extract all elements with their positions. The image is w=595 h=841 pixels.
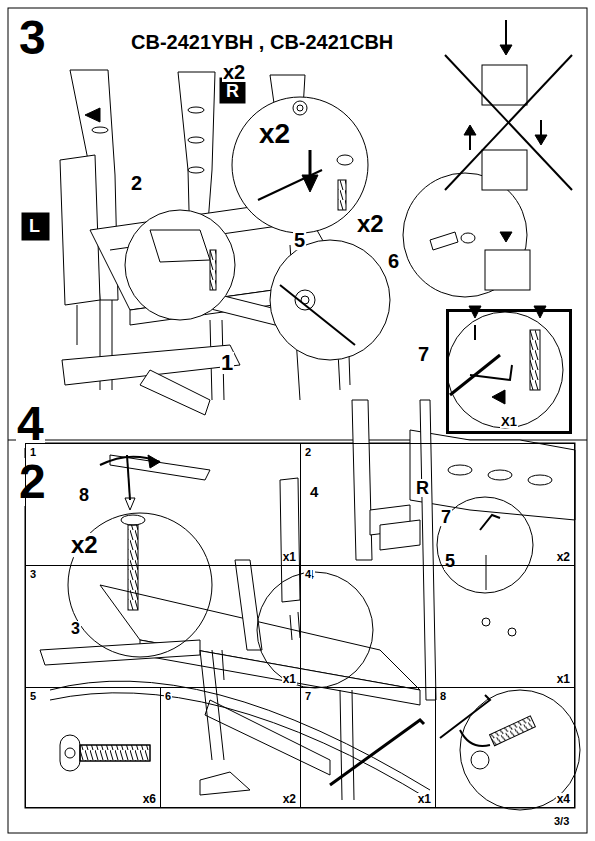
parts-cell: 6 x2 bbox=[160, 687, 301, 808]
parts-cell: 3 x1 bbox=[25, 565, 301, 688]
cell-number: 5 bbox=[29, 691, 37, 702]
quantity: x2 bbox=[70, 533, 99, 557]
parts-cell: 5 x6 bbox=[25, 687, 161, 808]
quantity: X1 bbox=[500, 415, 518, 428]
step-number: 4 bbox=[16, 400, 45, 448]
callout-number: 4 bbox=[309, 484, 319, 499]
callout-number: 5 bbox=[293, 230, 306, 250]
quantity: x1 bbox=[417, 793, 432, 805]
quantity: x6 bbox=[142, 793, 157, 805]
parts-cell: 7 x1 bbox=[300, 687, 436, 808]
callout-number: 5 bbox=[444, 552, 456, 570]
cell-number: 4 bbox=[304, 569, 312, 580]
callout-number: 7 bbox=[417, 344, 430, 364]
quantity: x1 bbox=[282, 551, 297, 563]
page-number: 3/3 bbox=[553, 816, 570, 827]
cell-number: 6 bbox=[164, 691, 172, 702]
quantity: x1 bbox=[282, 673, 297, 685]
model-title: CB-2421YBH , CB-2421CBH bbox=[130, 32, 394, 52]
callout-number: 6 bbox=[387, 251, 400, 271]
callout-number: 2 bbox=[130, 173, 143, 193]
parts-cell: 8 x4 bbox=[435, 687, 575, 808]
quantity: x2 bbox=[356, 212, 385, 236]
side-mark: R bbox=[225, 82, 240, 100]
cell-number: 8 bbox=[439, 691, 447, 702]
callout-number: 7 bbox=[440, 508, 452, 526]
callout-number: 8 bbox=[78, 486, 90, 504]
cell-number: 7 bbox=[304, 691, 312, 702]
step-number: 3 bbox=[18, 14, 47, 62]
quantity: x2 bbox=[258, 120, 291, 148]
quantity: x4 bbox=[556, 793, 571, 805]
parts-cell: 2 x2 bbox=[300, 443, 575, 566]
parts-cell: 4 x1 bbox=[300, 565, 575, 688]
side-mark: R bbox=[415, 479, 430, 497]
cell-number: 2 bbox=[304, 447, 312, 458]
side-mark: L bbox=[28, 217, 41, 235]
cell-number: 1 bbox=[29, 447, 37, 458]
callout-number: 3 bbox=[70, 621, 81, 637]
quantity: x2 bbox=[222, 62, 246, 82]
quantity: x1 bbox=[556, 673, 571, 685]
step-number: 2 bbox=[18, 458, 47, 506]
parts-cell: 1 x1 bbox=[25, 443, 301, 566]
cell-number: 3 bbox=[29, 569, 37, 580]
quantity: x2 bbox=[556, 551, 571, 563]
callout-number: 1 bbox=[220, 352, 234, 374]
quantity: x2 bbox=[282, 793, 297, 805]
inset-box: X1 bbox=[446, 309, 572, 434]
